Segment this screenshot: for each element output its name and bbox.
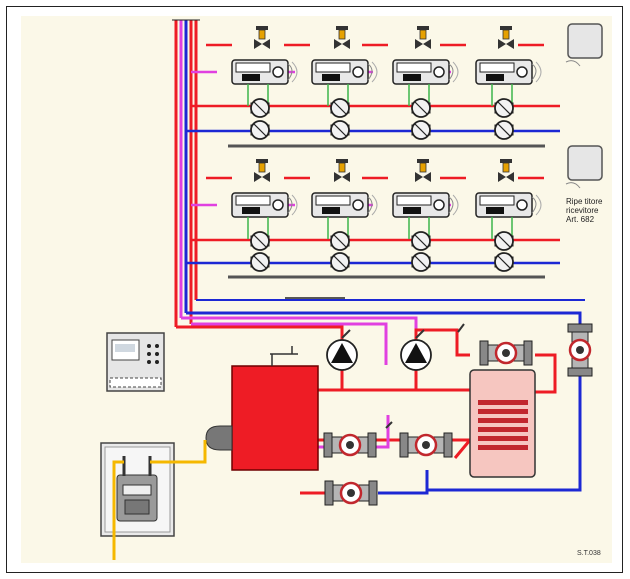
controller-unit — [106, 332, 165, 392]
cold-water-meter — [566, 322, 594, 378]
unit-row-2 — [231, 158, 542, 272]
gas-pipe — [150, 440, 207, 464]
repeater-label-line-1: Ripe titore — [566, 197, 603, 206]
inline-pump-2 — [398, 431, 454, 459]
repeater-label-line-2: ricevitore — [566, 206, 599, 215]
inline-pump-3 — [478, 339, 534, 367]
circulation-pump-2 — [400, 339, 432, 371]
boiler — [205, 346, 319, 471]
gas-meter-cabinet — [100, 442, 175, 537]
inline-pump-1 — [322, 431, 378, 459]
gas-supply-pipe — [112, 460, 124, 560]
repeater-top — [565, 23, 603, 67]
risers — [172, 19, 200, 327]
unit-row-1 — [231, 25, 542, 140]
repeater-label-line-3: Art. 682 — [566, 215, 595, 224]
drawing-code: S.T.038 — [577, 550, 601, 557]
inline-pump-4 — [323, 479, 379, 507]
storage-tank — [469, 369, 536, 478]
thermostat-probes — [341, 323, 465, 429]
circulation-pump-1 — [326, 339, 358, 371]
repeater-label: Ripe titore ricevitore Art. 682 — [566, 197, 626, 224]
repeater-bottom — [565, 145, 603, 189]
plant-pipes — [176, 299, 585, 495]
